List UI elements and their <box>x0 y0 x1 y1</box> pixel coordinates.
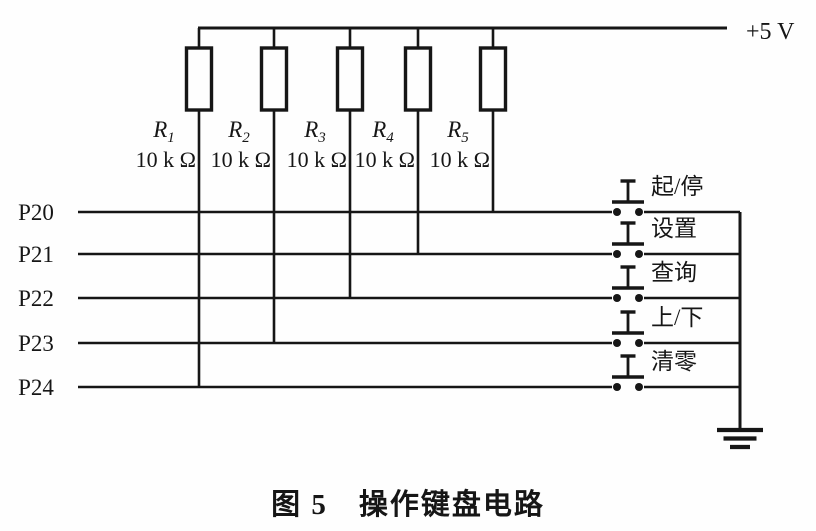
switch-P23-contact-dot-right <box>635 339 643 347</box>
port-label-P21: P21 <box>18 242 54 267</box>
switch-P24-contact-dot-left <box>613 383 621 391</box>
switch-label-P22: 查询 <box>651 260 697 285</box>
port-label-P23: P23 <box>18 331 54 356</box>
resistor-R3-value: 10 k Ω <box>287 147 347 172</box>
port-label-P20: P20 <box>18 200 54 225</box>
port-row-P20: P20 <box>18 200 740 225</box>
resistor-R2-body <box>259 46 289 112</box>
figure-caption: 图 5 操作键盘电路 <box>271 487 545 521</box>
switch-P21: 设置 <box>612 216 697 258</box>
resistor-R5-label: R5 <box>446 117 469 146</box>
resistor-R5-value: 10 k Ω <box>430 147 490 172</box>
switch-P24-contact-dot-right <box>635 383 643 391</box>
power-label: +5 V <box>746 19 795 45</box>
switch-label-P21: 设置 <box>651 216 697 241</box>
switch-P20: 起/停 <box>612 174 703 216</box>
switch-P20-contact-dot-right <box>635 208 643 216</box>
port-label-P22: P22 <box>18 286 54 311</box>
resistor-R3-label: R3 <box>303 117 326 146</box>
switch-P21-contact-dot-right <box>635 250 643 258</box>
port-label-P24: P24 <box>18 375 54 400</box>
resistor-R2-value: 10 k Ω <box>211 147 271 172</box>
resistor-R1-label: R1 <box>152 117 175 146</box>
port-row-P23: P23 <box>18 331 740 356</box>
switch-P20-contact-dot-left <box>613 208 621 216</box>
switch-P22: 查询 <box>612 260 697 302</box>
switch-P21-contact-dot-left <box>613 250 621 258</box>
switch-P23: 上/下 <box>612 305 703 347</box>
switch-label-P20: 起/停 <box>651 174 703 199</box>
port-row-P21: P21 <box>18 242 740 267</box>
switch-P24: 清零 <box>612 349 697 391</box>
port-row-P22: P22 <box>18 286 740 311</box>
switch-label-P23: 上/下 <box>651 305 703 330</box>
resistor-R1-value: 10 k Ω <box>136 147 196 172</box>
resistor-R2-label: R2 <box>227 117 250 146</box>
switch-P22-contact-dot-left <box>613 294 621 302</box>
resistor-R3-body <box>335 46 365 112</box>
resistor-R1-body <box>184 46 214 112</box>
ground-icon <box>717 427 763 450</box>
resistor-R5-body <box>478 46 508 112</box>
switch-P23-contact-dot-left <box>613 339 621 347</box>
resistor-R4-body <box>403 46 433 112</box>
resistor-R4-value: 10 k Ω <box>355 147 415 172</box>
switch-P22-contact-dot-right <box>635 294 643 302</box>
port-row-P24: P24 <box>18 375 740 400</box>
resistor-R4-label: R4 <box>371 117 394 146</box>
switch-label-P24: 清零 <box>651 349 697 374</box>
